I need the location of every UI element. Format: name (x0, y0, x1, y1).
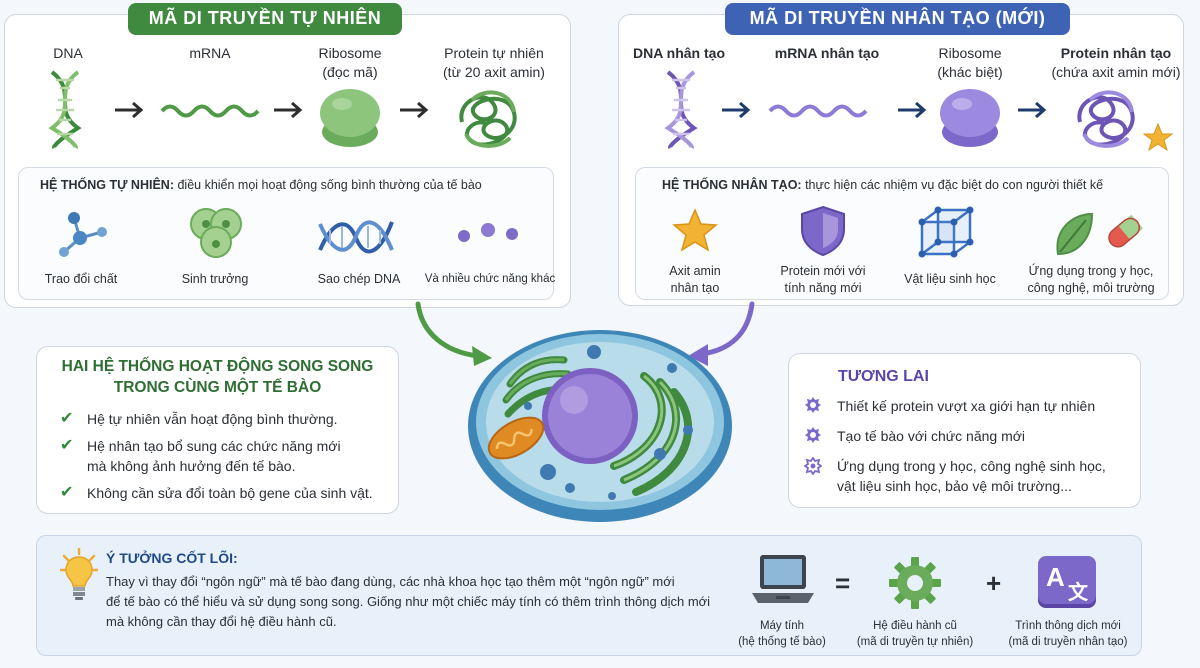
parallel-point-2-line1: Hệ nhân tạo bổ sung các chức năng mới (87, 438, 341, 454)
artificial-ribosome-icon (940, 89, 1000, 147)
mrna-icon (160, 104, 260, 118)
parallel-systems-panel (36, 346, 399, 514)
stage-protein-sub: (từ 20 axit amin) (443, 64, 545, 80)
stage-ribosome-sub: (đọc mã) (322, 64, 378, 80)
stage-ribosome-label: Ribosome (318, 45, 382, 61)
function-growth-label: Sinh trưởng (181, 272, 249, 286)
cell-illustration (468, 330, 732, 522)
arrow-right-icon (400, 101, 429, 119)
parallel-point-2-line2: mà không ảnh hưởng đến tế bào. (87, 458, 296, 474)
parallel-point-1: Hệ tự nhiên vẫn hoạt động bình thường. (87, 411, 338, 427)
gear-icon (889, 557, 941, 609)
arrow-right-icon (898, 101, 927, 119)
arrow-right-icon (274, 101, 303, 119)
core-idea-line-3: mà không cần thay đổi hệ điều hành cũ. (106, 614, 337, 629)
cube-lattice-icon (918, 206, 974, 258)
analogy-os-sub: (mã di truyền tự nhiên) (856, 636, 974, 648)
artificial-protein-label-1: Protein mới với (780, 264, 866, 278)
analogy-interpreter-sub: (mã di truyền nhân tạo) (1008, 636, 1128, 648)
arrow-right-icon (115, 101, 144, 119)
dna-helix-icon (318, 220, 394, 254)
arrow-right-icon (722, 101, 751, 119)
equals-sign: = (835, 568, 851, 598)
artificial-biomaterial-label: Vật liệu sinh học (904, 272, 996, 286)
shield-icon (801, 205, 845, 257)
translate-icon: A 文 (1038, 556, 1096, 608)
protein-icon (459, 90, 517, 148)
parallel-point-3: Không cần sửa đổi toàn bộ gene của sinh … (87, 485, 373, 501)
future-point-1: Thiết kế protein vượt xa giới hạn tự nhi… (837, 398, 1096, 414)
stage-mrna-label: mRNA (189, 45, 231, 61)
parallel-title-line2: TRONG CÙNG MỘT TẾ BÀO (113, 379, 322, 396)
analogy-os-label: Hệ điều hành cũ (873, 620, 957, 632)
future-panel (788, 353, 1141, 508)
analogy-computer-label: Máy tính (759, 620, 805, 632)
dots-icon (458, 223, 518, 242)
artificial-protein-label-2: tính năng mới (784, 281, 862, 295)
ribosome-icon (320, 89, 380, 147)
artificial-dna-icon (664, 70, 698, 149)
gear-badge-icon (805, 397, 821, 413)
function-metabolism-label: Trao đổi chất (44, 272, 118, 286)
function-others-label: Và nhiều chức năng khác (424, 273, 556, 285)
core-idea-title: Ý TƯỞNG CỐT LÕI: (106, 550, 238, 566)
natural-to-cell-arrow (415, 301, 492, 366)
analogy-computer-sub: (hệ thống tế bào) (738, 636, 826, 648)
parallel-title-line1: HAI HỆ THỐNG HOẠT ĐỘNG SONG SONG (61, 358, 374, 375)
artificial-applications-label-2: công nghệ, môi trường (1027, 281, 1155, 295)
artificial-amino-label-1: Axit amin (669, 264, 721, 278)
arrow-right-icon (1018, 101, 1047, 119)
artificial-applications-label-1: Ứng dụng trong y học, (1028, 264, 1154, 278)
future-title: TƯƠNG LAI (838, 368, 929, 385)
stage-artificial-protein-sub: (chứa axit amin mới) (1051, 64, 1181, 80)
gear-badge-icon (805, 427, 821, 443)
leaf-pill-icon (1056, 212, 1143, 256)
artificial-protein-icon (1077, 90, 1174, 152)
molecule-icon (59, 212, 107, 257)
stage-dna-label: DNA (53, 45, 83, 61)
stage-artificial-dna-label: DNA nhân tạo (632, 45, 726, 61)
lightbulb-icon (60, 548, 98, 600)
stage-artificial-ribosome-label: Ribosome (938, 45, 1002, 61)
dna-icon (48, 70, 82, 149)
natural-code-title: MÃ DI TRUYỀN TỰ NHIÊN (128, 3, 402, 35)
future-point-2: Tạo tế bào với chức năng mới (837, 428, 1026, 444)
star-icon (672, 208, 718, 252)
artificial-system-header: HỆ THỐNG NHÂN TẠO: thực hiện các nhiệm v… (662, 178, 1104, 192)
laptop-icon (752, 555, 814, 603)
future-point-3-line1: Ứng dụng trong y học, công nghệ sinh học… (837, 458, 1106, 474)
artificial-code-title: MÃ DI TRUYỀN NHÂN TẠO (MỚI) (725, 3, 1070, 35)
plus-sign: + (986, 568, 1002, 598)
future-point-3-line2: vật liệu sinh học, bảo vệ môi trường... (837, 478, 1072, 494)
stage-artificial-mrna-label: mRNA nhân tạo (774, 45, 880, 61)
cells-icon (190, 208, 242, 258)
artificial-amino-label-2: nhân tạo (670, 281, 720, 295)
check-icon: ✔ (60, 484, 74, 501)
stage-artificial-ribosome-sub: (khác biệt) (937, 64, 1003, 80)
function-dna-replication-label: Sao chép DNA (317, 272, 401, 286)
stage-protein-label: Protein tự nhiên (444, 45, 544, 61)
gear-badge-icon (804, 457, 822, 475)
analogy-interpreter-label: Trình thông dịch mới (1015, 620, 1121, 632)
stage-artificial-protein-label: Protein nhân tạo (1060, 45, 1172, 61)
natural-system-header: HỆ THỐNG TỰ NHIÊN: điều khiển mọi hoạt đ… (40, 178, 482, 192)
core-idea-line-2: để tế bào có thể hiểu và sử dụng song so… (106, 594, 711, 609)
check-icon: ✔ (60, 410, 74, 427)
check-icon: ✔ (60, 437, 74, 454)
artificial-to-cell-arrow (688, 301, 755, 366)
core-idea-panel (36, 535, 1142, 656)
artificial-mrna-icon (768, 104, 868, 118)
core-idea-line-1: Thay vì thay đổi “ngôn ngữ” mà tế bào đa… (106, 574, 675, 589)
